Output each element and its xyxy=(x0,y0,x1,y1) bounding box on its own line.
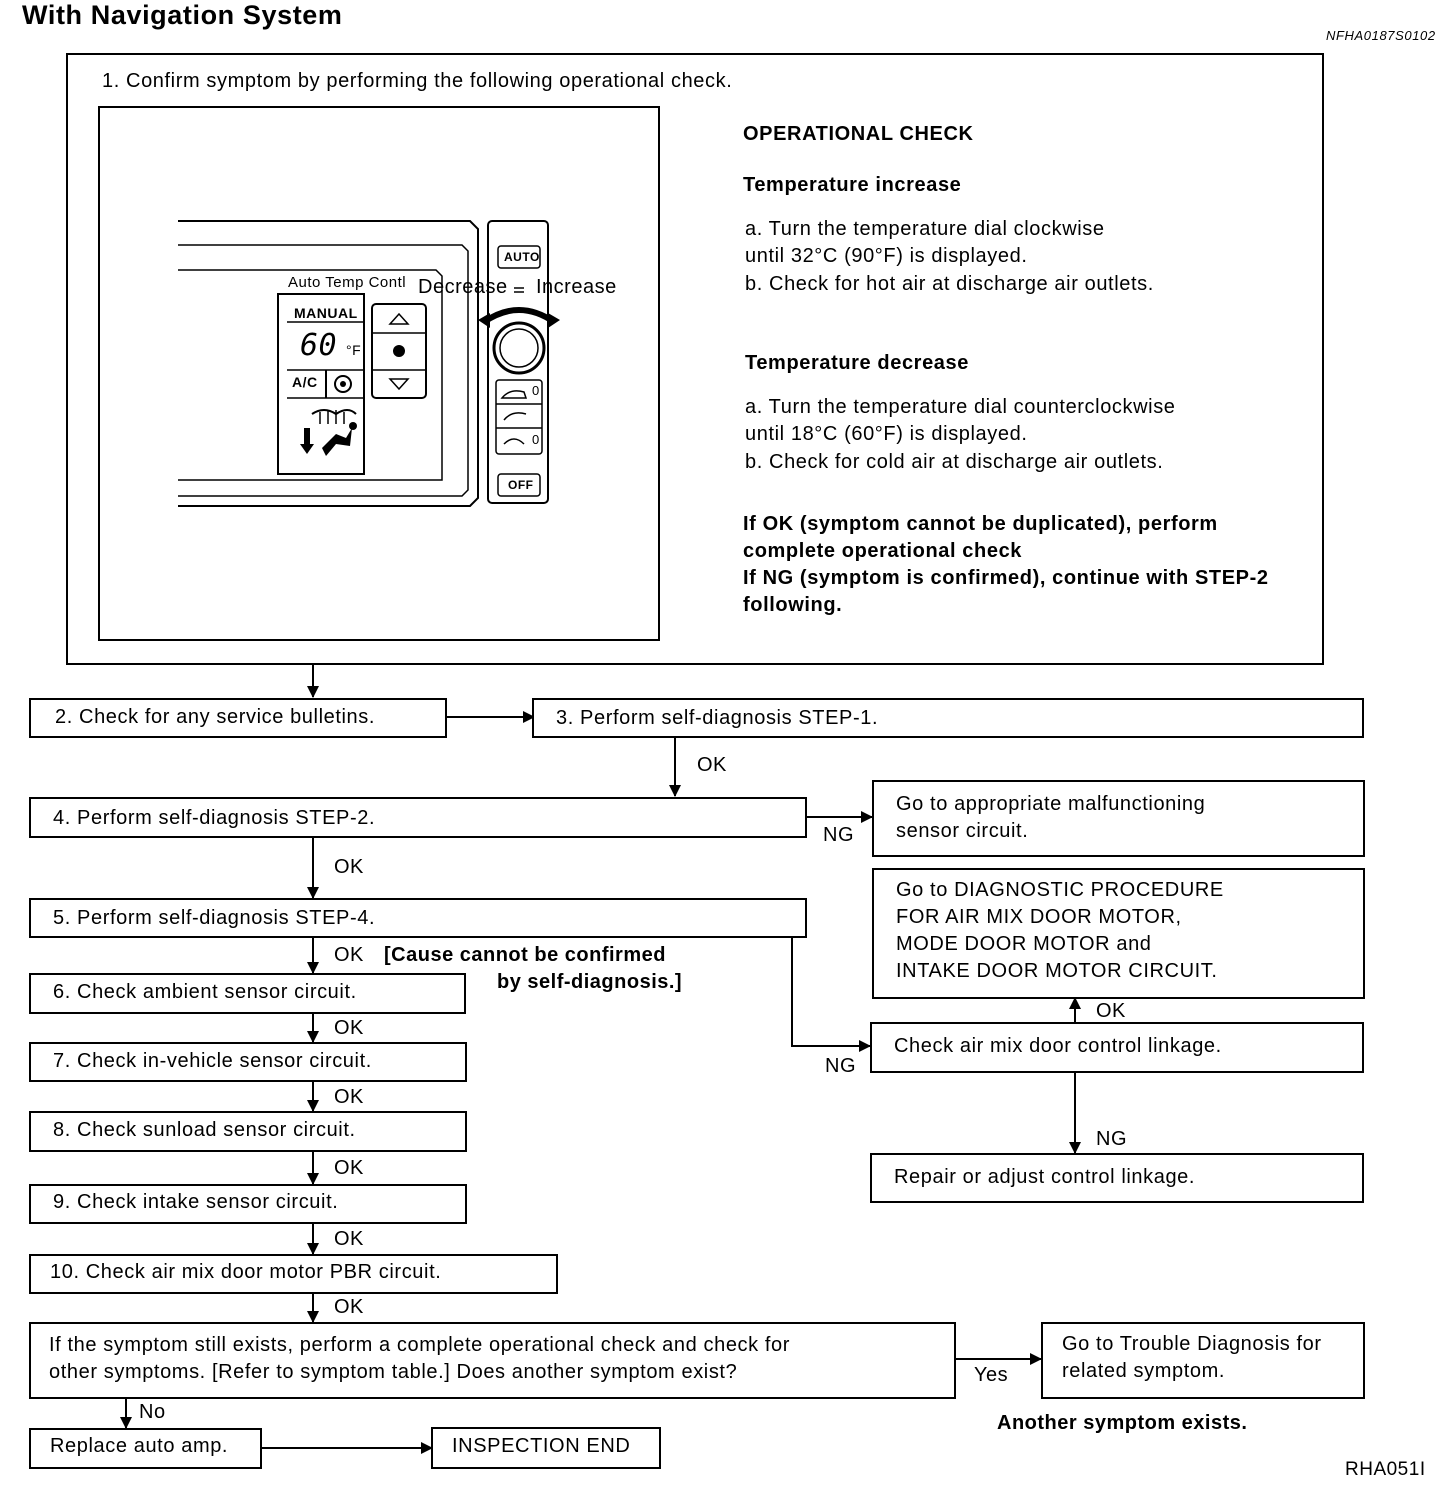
step-10-box xyxy=(29,1254,558,1294)
increase-step-a1: a. Turn the temperature dial clockwise xyxy=(745,218,1105,240)
temperature-unit: °F xyxy=(346,342,362,358)
ok-label-step-7: OK xyxy=(334,1086,364,1108)
cause-note-line-1: [Cause cannot be confirmed xyxy=(384,944,666,966)
step-8-box xyxy=(29,1111,467,1152)
ok-label-linkage: OK xyxy=(1096,1000,1126,1022)
diagnostic-procedure-line-4: INTAKE DOOR MOTOR CIRCUIT. xyxy=(896,960,1218,982)
replace-auto-amp-box xyxy=(29,1428,262,1469)
step-4-box xyxy=(29,797,807,838)
result-line-1: If OK (symptom cannot be duplicated), pe… xyxy=(743,513,1218,535)
auto-button: AUTO xyxy=(504,250,540,264)
trouble-diagnosis-line-2: related symptom. xyxy=(1062,1360,1225,1382)
decrease-step-a2: until 18°C (60°F) is displayed. xyxy=(745,423,1028,445)
operational-check-heading: OPERATIONAL CHECK xyxy=(743,123,974,145)
trouble-diagnosis-box xyxy=(1041,1322,1365,1399)
diagnostic-procedure-line-1: Go to DIAGNOSTIC PROCEDURE xyxy=(896,879,1224,901)
no-label: No xyxy=(139,1401,166,1423)
cause-note-line-2: by self-diagnosis.] xyxy=(497,971,683,993)
increase-step-b: b. Check for hot air at discharge air ou… xyxy=(745,273,1154,295)
inspection-end-text: INSPECTION END xyxy=(452,1435,631,1457)
diagnostic-procedure-line-2: FOR AIR MIX DOOR MOTOR, xyxy=(896,906,1182,928)
increase-step-a2: until 32°C (90°F) is displayed. xyxy=(745,245,1028,267)
result-line-4: following. xyxy=(743,594,843,616)
linkage-check-box xyxy=(870,1022,1364,1073)
step-5-text: 5. Perform self-diagnosis STEP-4. xyxy=(53,907,376,929)
result-line-2: complete operational check xyxy=(743,540,1023,562)
linkage-check-text: Check air mix door control linkage. xyxy=(894,1035,1222,1057)
ok-label-step-5: OK xyxy=(334,944,364,966)
ok-label-step-4: OK xyxy=(334,856,364,878)
replace-auto-amp-text: Replace auto amp. xyxy=(50,1435,229,1457)
sensor-circuit-box xyxy=(872,780,1365,857)
step-7-box xyxy=(29,1042,467,1082)
yes-label: Yes xyxy=(974,1364,1009,1386)
ng-label-step-5: NG xyxy=(825,1055,856,1077)
sensor-circuit-line-2: sensor circuit. xyxy=(896,820,1029,842)
step-4-text: 4. Perform self-diagnosis STEP-2. xyxy=(53,807,376,829)
step-2-box xyxy=(29,698,447,738)
final-check-box xyxy=(29,1322,956,1399)
inspection-end-box xyxy=(431,1427,661,1469)
ng-label-step-4: NG xyxy=(823,824,854,846)
ok-label-step-10: OK xyxy=(334,1296,364,1318)
increase-heading: Temperature increase xyxy=(743,174,962,196)
ok-label-step-3: OK xyxy=(697,754,727,776)
figure-code: RHA051I xyxy=(1345,1459,1426,1480)
increase-label: Increase xyxy=(536,276,617,298)
ok-label-step-8: OK xyxy=(334,1157,364,1179)
step-10-text: 10. Check air mix door motor PBR circuit… xyxy=(50,1261,442,1283)
step-5-box xyxy=(29,898,807,938)
step-2-text: 2. Check for any service bulletins. xyxy=(55,706,376,728)
temperature-display: 60 xyxy=(300,328,338,363)
step-9-box xyxy=(29,1184,467,1224)
diagnostic-procedure-box xyxy=(872,868,1365,999)
decrease-step-a1: a. Turn the temperature dial countercloc… xyxy=(745,396,1176,418)
ng-label-linkage: NG xyxy=(1096,1128,1127,1150)
ok-label-step-9: OK xyxy=(334,1228,364,1250)
off-button: OFF xyxy=(508,478,534,492)
decrease-heading: Temperature decrease xyxy=(745,352,969,374)
step-7-text: 7. Check in-vehicle sensor circuit. xyxy=(53,1050,372,1072)
page-title: With Navigation System xyxy=(22,0,343,30)
ac-label: A/C xyxy=(292,374,318,390)
decrease-step-b: b. Check for cold air at discharge air o… xyxy=(745,451,1164,473)
fan-level-1: 0 xyxy=(532,383,540,398)
step-8-text: 8. Check sunload sensor circuit. xyxy=(53,1119,356,1141)
step-6-box xyxy=(29,973,466,1014)
repair-linkage-text: Repair or adjust control linkage. xyxy=(894,1166,1196,1188)
control-panel-figure xyxy=(98,106,660,641)
sensor-circuit-line-1: Go to appropriate malfunctioning xyxy=(896,793,1206,815)
manual-label: MANUAL xyxy=(294,305,358,321)
step-9-text: 9. Check intake sensor circuit. xyxy=(53,1191,339,1213)
reference-code: NFHA0187S0102 xyxy=(1326,28,1436,43)
step-3-text: 3. Perform self-diagnosis STEP-1. xyxy=(556,707,879,729)
step-6-text: 6. Check ambient sensor circuit. xyxy=(53,981,357,1003)
control-panel-illustration xyxy=(178,220,560,507)
result-line-3: If NG (symptom is confirmed), continue w… xyxy=(743,567,1269,589)
repair-linkage-box xyxy=(870,1153,1364,1203)
ok-label-step-6: OK xyxy=(334,1017,364,1039)
step-3-box xyxy=(532,698,1364,738)
diagnostic-procedure-line-3: MODE DOOR MOTOR and xyxy=(896,933,1152,955)
fan-level-2: 0 xyxy=(532,432,540,447)
final-check-line-1: If the symptom still exists, perform a c… xyxy=(49,1334,791,1356)
trouble-diagnosis-line-1: Go to Trouble Diagnosis for xyxy=(1062,1333,1322,1355)
step-1-text: 1. Confirm symptom by performing the fol… xyxy=(102,70,733,92)
auto-temp-label: Auto Temp Contl xyxy=(288,274,407,291)
final-check-line-2: other symptoms. [Refer to symptom table.… xyxy=(49,1361,738,1383)
decrease-label: Decrease xyxy=(418,276,508,298)
another-symptom-note: Another symptom exists. xyxy=(997,1412,1248,1434)
